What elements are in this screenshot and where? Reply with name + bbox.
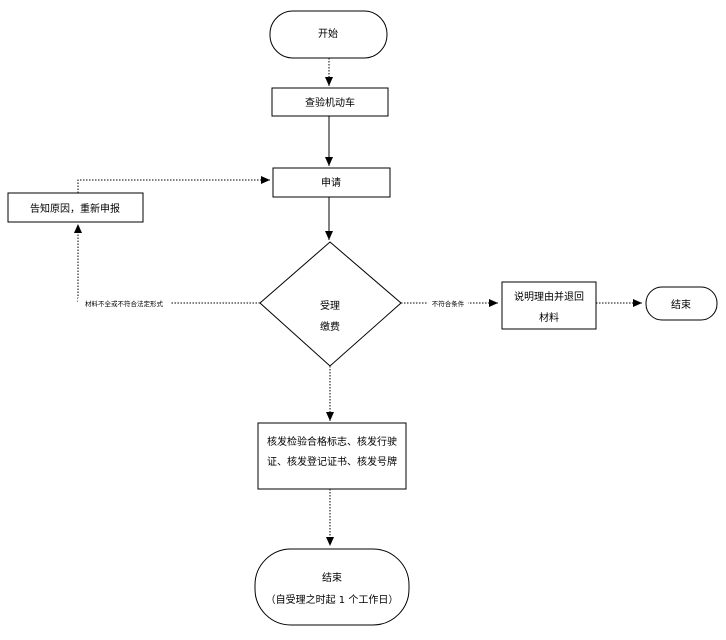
- decision-label-line1: 受理: [320, 300, 340, 312]
- end-right-node: [645, 286, 718, 321]
- inspect-node: [271, 87, 389, 117]
- notify-node: [7, 192, 144, 223]
- inspect-label: 查验机动车: [305, 96, 355, 109]
- not-qualified-label-bg: [428, 298, 468, 308]
- issue-label-line2: 证、核发登记证书、核发号牌: [267, 455, 397, 468]
- end-right-label: 结束: [671, 298, 691, 311]
- start-node: [269, 10, 388, 59]
- start-label: 开始: [318, 27, 338, 40]
- explain-label-line1: 说明理由并退回: [514, 290, 584, 303]
- incomplete-label: 材料不全或不符合法定形式: [85, 299, 164, 308]
- apply-label: 申请: [321, 176, 341, 189]
- apply-node: [272, 167, 391, 198]
- end-bottom-node: [254, 548, 410, 626]
- incomplete-label-bg: [78, 298, 170, 308]
- notify-label: 告知原因，重新申报: [30, 202, 120, 215]
- decision-label-line2: 缴费: [320, 320, 340, 333]
- end-bottom-label-line2: （自受理之时起 1 个工作日）: [266, 593, 399, 606]
- issue-node: [257, 422, 407, 490]
- explain-label-line2: 材料: [539, 311, 559, 324]
- end-bottom-label-line1: 结束: [322, 571, 342, 584]
- not-qualified-label: 不符合条件: [432, 299, 465, 308]
- edge-decision-to-notify: [74, 224, 260, 304]
- issue-label-line1: 核发检验合格标志、核发行驶: [267, 435, 397, 448]
- explain-node: [501, 281, 597, 330]
- edge-notify-to-apply: [77, 176, 270, 193]
- decision-node: [259, 241, 402, 367]
